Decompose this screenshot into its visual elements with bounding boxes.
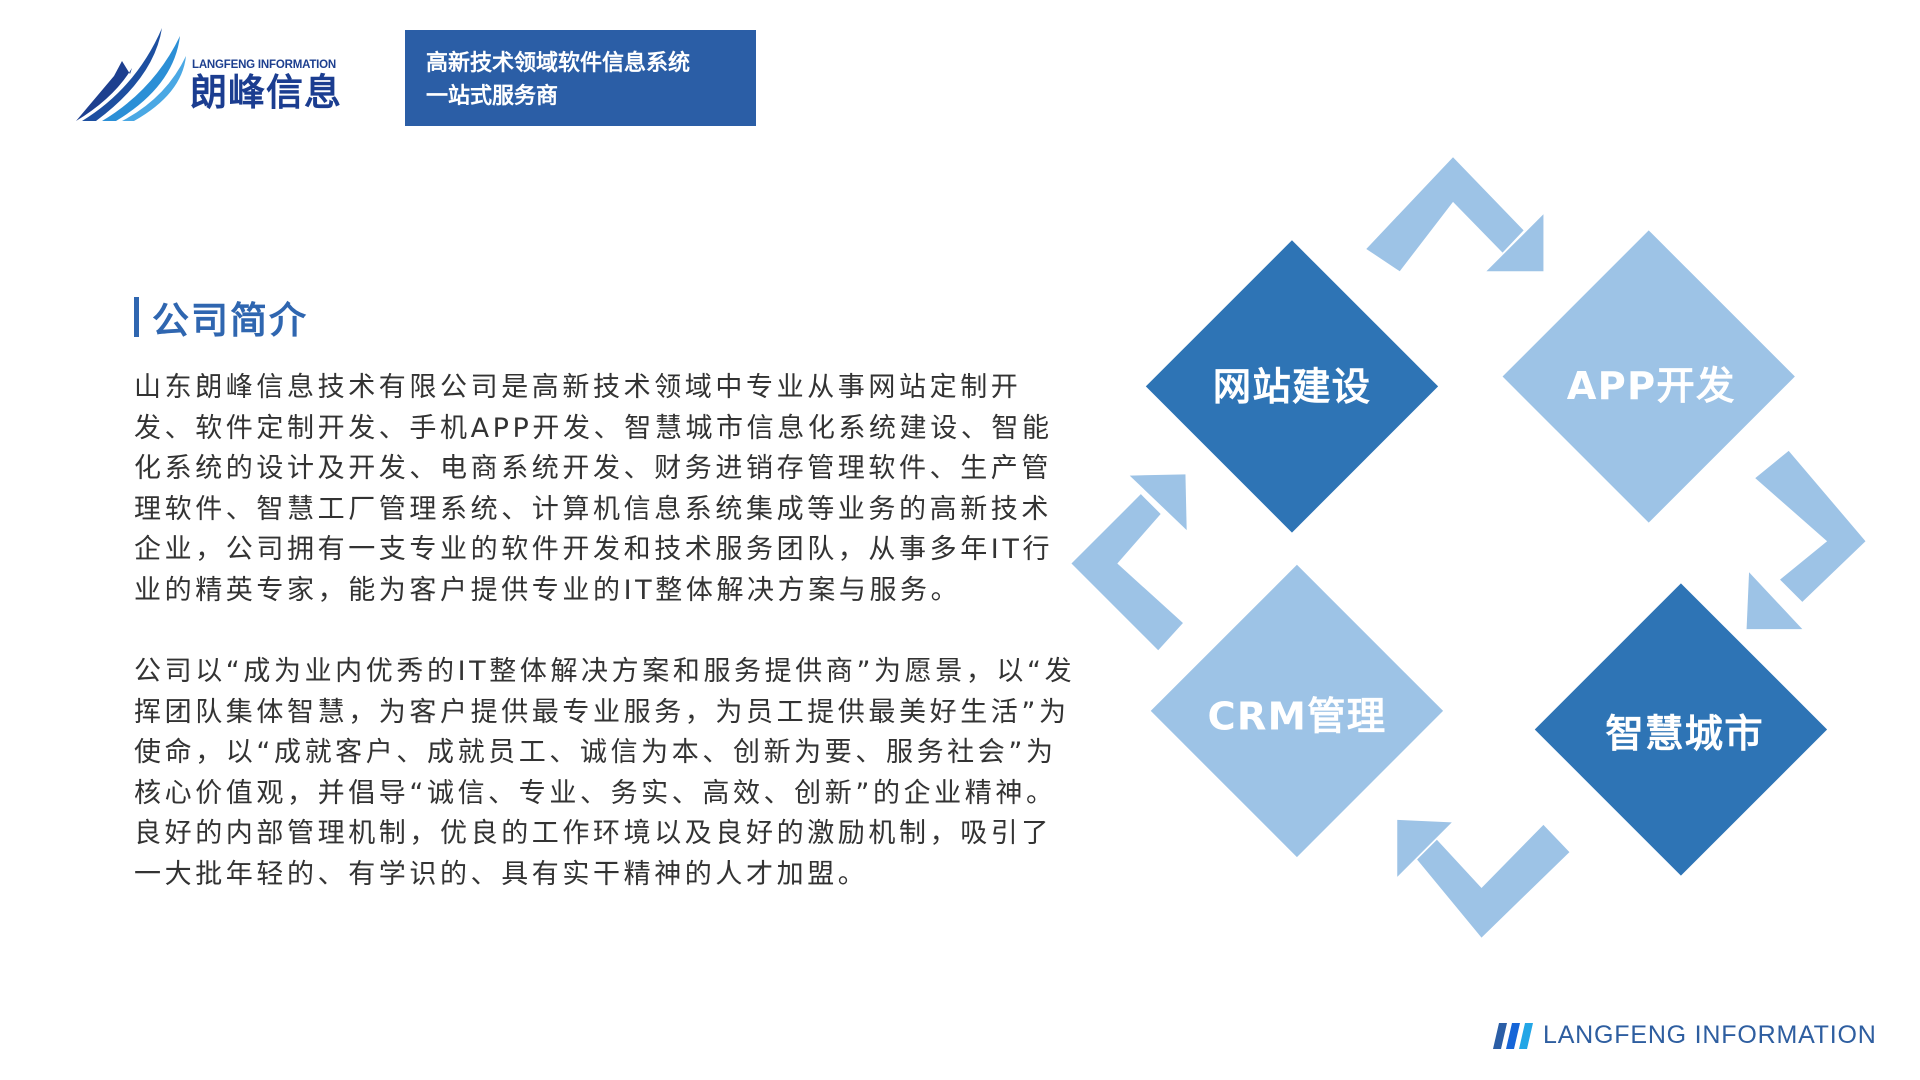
intro-paragraph: 山东朗峰信息技术有限公司是高新技术领域中专业从事网站定制开 发、软件定制开发、手… <box>134 368 1054 612</box>
service-label: 网站建设 <box>1213 365 1371 410</box>
paragraph-line: 企业，公司拥有一支专业的软件开发和技术服务团队，从事多年IT行 <box>134 534 1054 566</box>
paragraph-line: 公司以“成为业内优秀的IT整体解决方案和服务提供商”为愿景，以“发 <box>134 656 1076 687</box>
paragraph-line: 发、软件定制开发、手机APP开发、智慧城市信息化系统建设、智能 <box>134 412 1053 444</box>
tagline-banner: 高新技术领域软件信息系统 一站式服务商 <box>405 30 756 126</box>
logo-chinese-text: 朗峰信息 <box>190 71 342 114</box>
service-label: 智慧城市 <box>1605 712 1763 757</box>
logo-english-text: LANGFENG INFORMATION <box>192 59 336 71</box>
service-label: CRM管理 <box>1208 694 1387 739</box>
paragraph-line: 挥团队集体智慧，为客户提供最专业服务，为员工提供最美好生活”为 <box>134 696 1070 728</box>
logo-mountain-icon <box>76 28 186 121</box>
paragraph-line: 核心价值观，并倡导“诚信、专业、务实、高效、创新”的企业精神。 <box>134 777 1057 809</box>
footer-brand: LANGFENG INFORMATION <box>1493 1021 1877 1050</box>
paragraph-line: 山东朗峰信息技术有限公司是高新技术领域中专业从事网站定制开 <box>134 372 1022 403</box>
cycle-arrow-left <box>1071 474 1187 651</box>
section-heading-text: 公司简介 <box>152 299 308 342</box>
footer-text: LANGFENG INFORMATION <box>1543 1021 1877 1049</box>
paragraph-line: 理软件、智慧工厂管理系统、计算机信息系统集成等业务的高新技术 <box>134 493 1052 525</box>
cycle-arrow-bottom <box>1397 819 1570 938</box>
vision-paragraph: 公司以“成为业内优秀的IT整体解决方案和服务提供商”为愿景，以“发 挥团队集体智… <box>134 652 1076 896</box>
section-heading: 公司简介 <box>134 296 308 342</box>
paragraph-line: 使命，以“成就客户、成就员工、诚信为本、创新为要、服务社会”为 <box>134 737 1057 769</box>
paragraph-line: 一大批年轻的、有学识的、具有实干精神的人才加盟。 <box>134 858 869 890</box>
paragraph-line: 良好的内部管理机制，优良的工作环境以及良好的激励机制，吸引了 <box>134 818 1052 850</box>
tagline-line-1: 高新技术领域软件信息系统 <box>426 51 691 76</box>
service-crm: CRM管理 <box>1150 564 1444 858</box>
service-label: APP开发 <box>1567 364 1736 409</box>
paragraph-line: 化系统的设计及开发、电商系统开发、财务进销存管理软件、生产管 <box>134 453 1052 485</box>
heading-accent-bar <box>134 297 139 337</box>
footer-stripes-icon <box>1493 1022 1533 1049</box>
service-app: APP开发 <box>1502 230 1795 523</box>
cycle-arrow-top <box>1366 157 1544 272</box>
tagline-line-2: 一站式服务商 <box>426 84 559 109</box>
service-website: 网站建设 <box>1145 240 1439 533</box>
paragraph-line: 业的精英专家，能为客户提供专业的IT整体解决方案与服务。 <box>134 574 962 606</box>
cycle-arrow-right <box>1746 450 1866 630</box>
